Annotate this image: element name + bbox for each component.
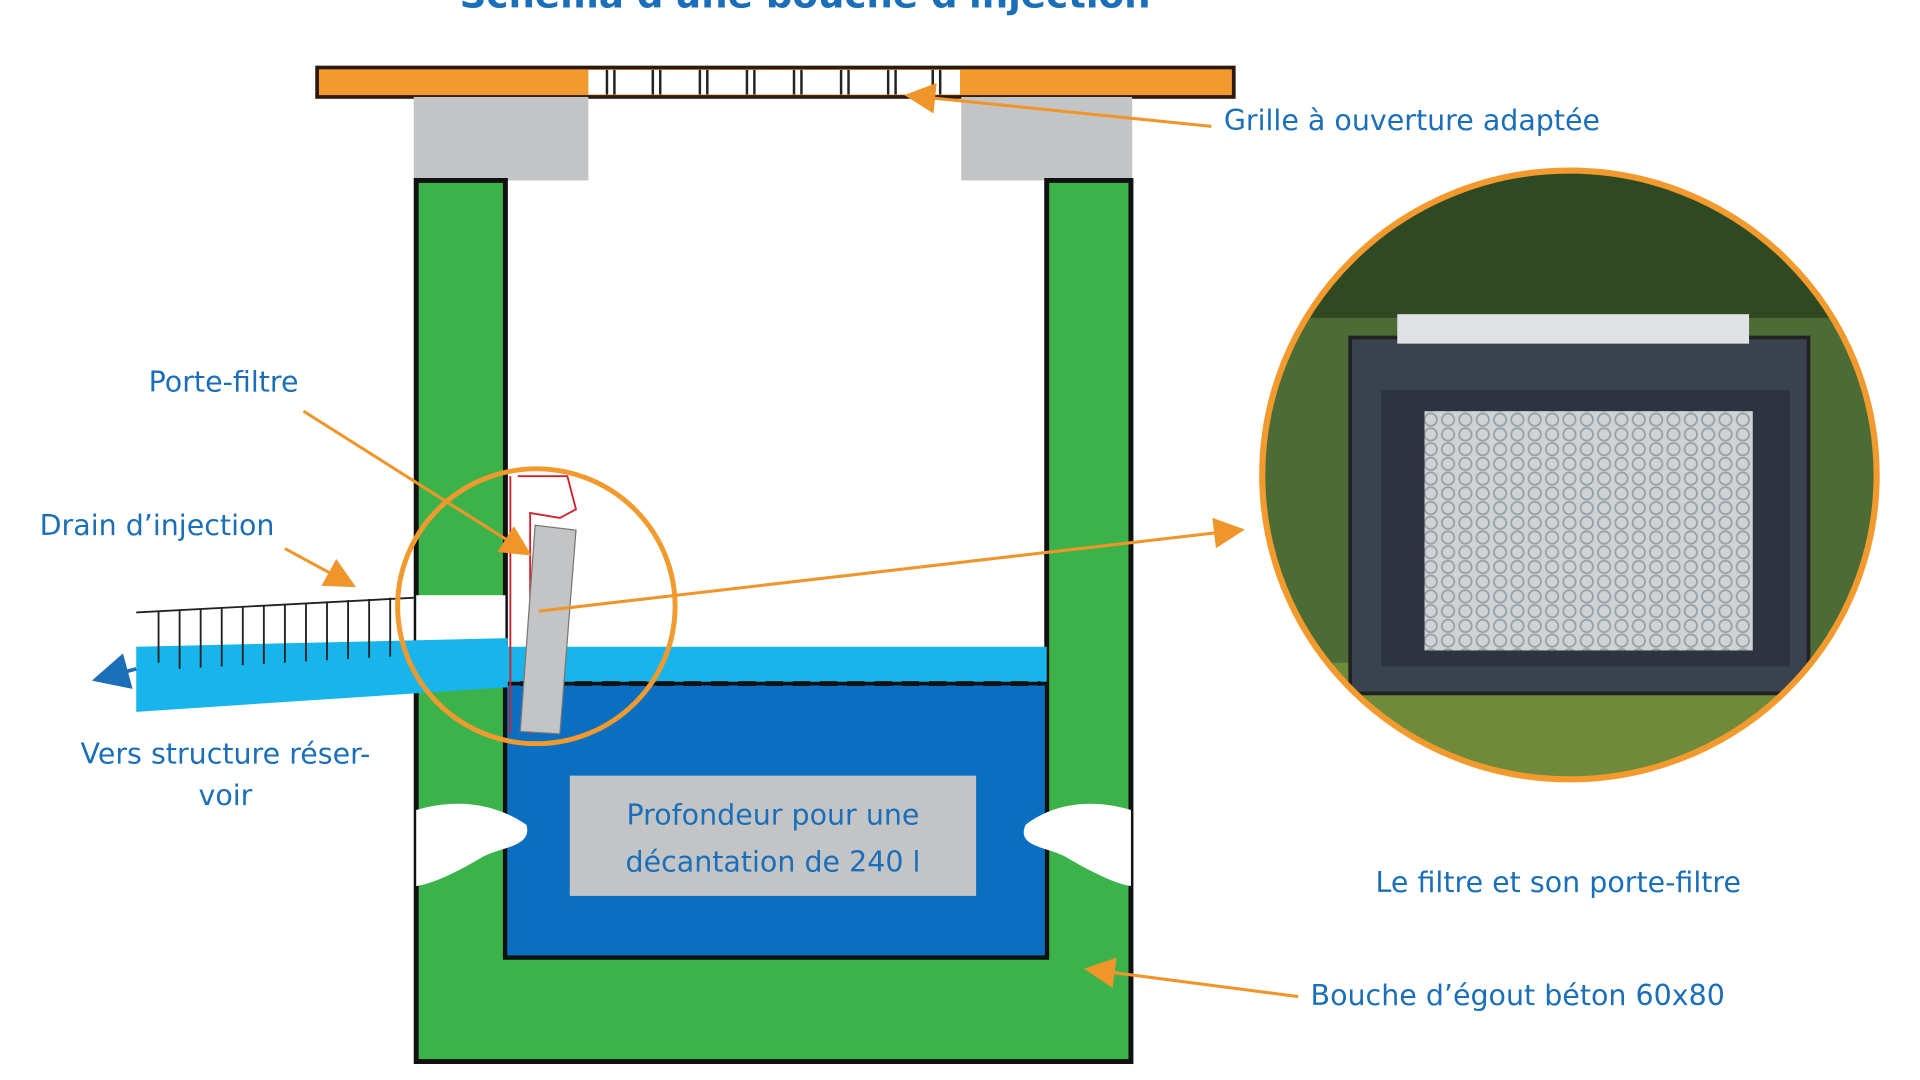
support-block-left xyxy=(413,96,589,181)
depth-box xyxy=(569,775,977,896)
filter-highlight-circle xyxy=(395,466,678,747)
drain-label: Drain d’injection xyxy=(40,509,275,542)
depth-label-line1: Profondeur pour une xyxy=(626,799,919,832)
filter-photo xyxy=(1264,173,1875,777)
grille-label: Grille à ouverture adaptée xyxy=(1224,104,1600,137)
grille-bar xyxy=(315,65,1236,99)
porte-filtre-label: Porte-filtre xyxy=(149,366,299,399)
photo-arrow-icon xyxy=(538,517,1245,613)
outlet-label-line2: voir xyxy=(198,779,252,812)
bouche-label: Bouche d’égout béton 60x80 xyxy=(1311,979,1725,1012)
drain-arrow-icon xyxy=(284,547,356,588)
bouche-arrow-icon xyxy=(1083,957,1299,999)
porte-filtre-arrow-icon xyxy=(302,409,532,556)
filter-holder xyxy=(509,475,578,735)
flow-arrow-icon xyxy=(91,653,137,689)
outlet-label-line1: Vers structure réser- xyxy=(81,737,371,770)
grille-arrow-icon xyxy=(904,82,1212,128)
diagram-title: Schéma d'une bouche d'injection xyxy=(460,0,1151,16)
photo-frame-circle xyxy=(1259,167,1880,783)
concrete-chamber xyxy=(413,177,1134,1065)
photo-caption: Le filtre et son porte-filtre xyxy=(1376,866,1741,899)
depth-label-line2: décantation de 240 l xyxy=(625,845,920,878)
